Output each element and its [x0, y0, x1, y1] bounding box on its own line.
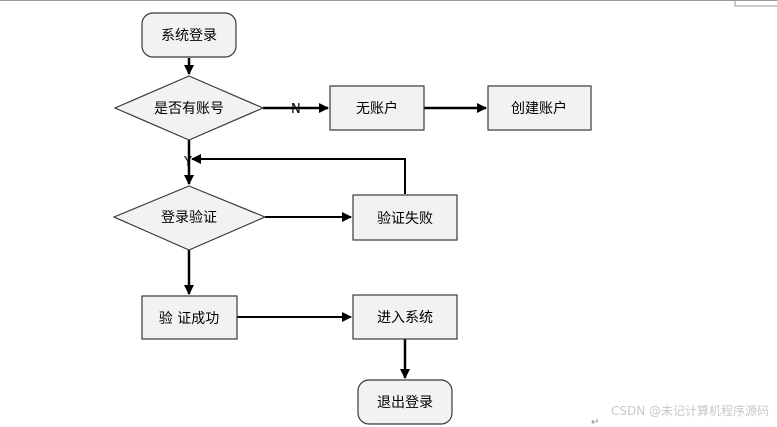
node-no-account-label: 无账户	[356, 100, 398, 117]
edge-fail-return	[191, 154, 406, 194]
node-create-account-label: 创建账户	[511, 100, 567, 117]
watermark: CSDN @未记计算机程序源码	[610, 404, 769, 418]
page-corner-mark	[734, 0, 777, 7]
node-verify-fail-label: 验证失败	[377, 211, 433, 227]
node-verify-fail: 验证失败	[352, 194, 458, 241]
node-start: 系统登录	[141, 12, 237, 58]
edge-label-no: N	[291, 102, 301, 117]
node-verify-success: 验 证成功	[141, 295, 238, 340]
node-verify-success-label: 验 证成功	[159, 311, 219, 327]
node-has-account-label: 是否有账号	[154, 101, 224, 117]
paragraph-mark-icon: ↵	[591, 417, 599, 427]
node-enter-system: 进入系统	[352, 294, 458, 340]
node-create-account: 创建账户	[487, 85, 592, 131]
node-logout-label: 退出登录	[377, 395, 433, 411]
node-enter-system-label: 进入系统	[377, 310, 433, 326]
node-login-verify-label: 登录验证	[161, 210, 217, 226]
node-no-account: 无账户	[329, 85, 425, 131]
node-login-verify: 登录验证	[112, 185, 267, 251]
node-start-label: 系统登录	[161, 28, 217, 44]
node-logout: 退出登录	[357, 379, 453, 425]
edge-label-yes: Y	[183, 155, 192, 170]
node-has-account: 是否有账号	[113, 75, 265, 141]
